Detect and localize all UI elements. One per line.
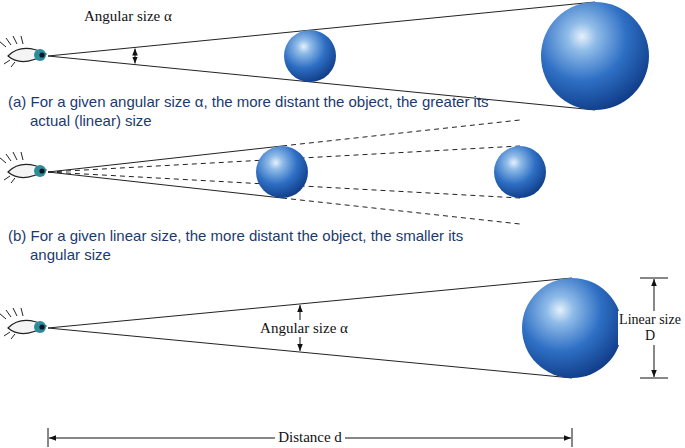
sphere [522, 278, 622, 378]
extension-tick [640, 378, 668, 379]
dashed-line [282, 120, 520, 146]
sight-line [48, 146, 282, 172]
panel-caption: (a) For a given angular size α, the more… [8, 92, 498, 130]
angle-arrow [135, 49, 136, 64]
dashed-line [282, 198, 520, 224]
angle-label: Angular size α [84, 8, 172, 25]
eye-icon [0, 36, 46, 67]
dimension-label: Distance d [275, 429, 345, 446]
extension-tick [572, 428, 573, 447]
sphere [256, 146, 308, 198]
dimension-label: Linear size D [618, 311, 682, 345]
panel-caption: (b) For a given linear size, the more di… [8, 226, 498, 264]
extension-tick [48, 428, 49, 447]
sphere [284, 30, 336, 82]
sphere [494, 146, 546, 198]
extension-tick [640, 278, 668, 279]
sphere [541, 2, 649, 110]
angle-label: Angular size α [257, 320, 351, 337]
eye-icon [0, 152, 46, 183]
eye-icon [0, 308, 46, 339]
sight-line [48, 172, 282, 198]
